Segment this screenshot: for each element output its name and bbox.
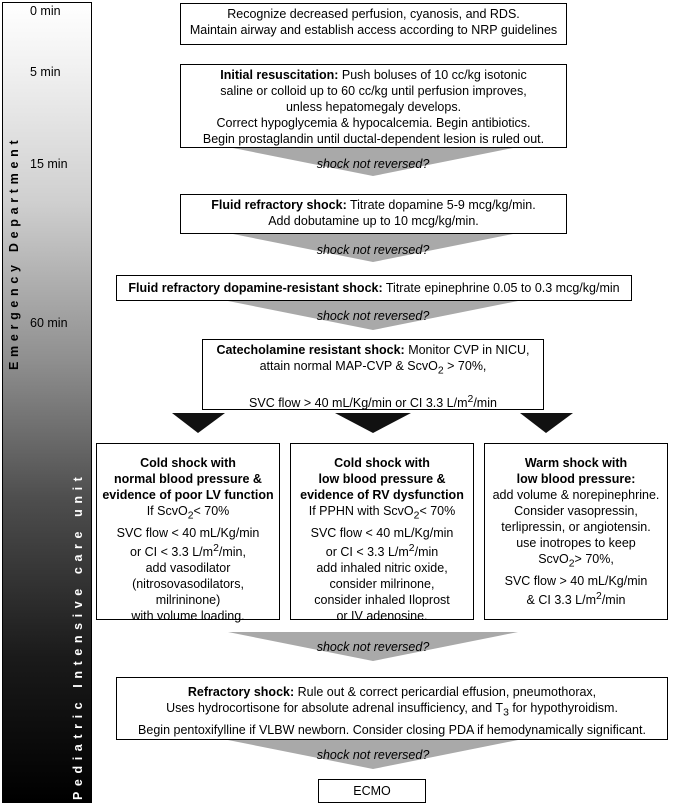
cold-lv-line-1-end: < 70%	[193, 504, 230, 518]
arrow-down	[335, 413, 411, 433]
time-0-min: 0 min	[30, 4, 61, 18]
warm-sub: 2	[568, 558, 575, 570]
cold-shock-rv-box: Cold shock with low blood pressure & evi…	[290, 443, 474, 623]
cate-line-3-end: /min	[473, 395, 497, 410]
timeline-sidebar	[2, 2, 92, 803]
initial-line-3: unless hepatomegaly develops.	[285, 100, 462, 114]
fluid-line-1: Titrate dopamine 5-9 mcg/kg/min.	[346, 198, 536, 212]
cold-rv-line-3: or CI < 3.3 L/m	[325, 544, 409, 559]
dopa-line-1: Titrate epinephrine 0.05 to 0.3 mcg/kg/m…	[382, 281, 620, 295]
warm-title-2: low blood pressure:	[516, 472, 636, 486]
recognize-line-2: Maintain airway and establish access acc…	[189, 23, 558, 37]
cold-rv-line-3-end: /min	[414, 544, 439, 559]
warm-line-7: & CI 3.3 L/m	[526, 592, 597, 607]
refractory-line-2-end: for hypothyroidism.	[508, 701, 618, 715]
cold-rv-title-2: low blood pressure &	[318, 472, 446, 486]
cate-line-2: attain normal MAP-CVP & ScvO	[259, 359, 438, 373]
arrow-down	[228, 301, 518, 330]
refractory-line-2: Uses hydrocortisone for absolute adrenal…	[166, 701, 504, 715]
cate-sup: 2	[467, 393, 474, 405]
refractory-shock-box: Refractory shock: Rule out & correct per…	[116, 677, 668, 740]
warm-sup: 2	[596, 590, 602, 602]
recognize-box: Recognize decreased perfusion, cyanosis,…	[180, 3, 567, 45]
recognize-line-1: Recognize decreased perfusion, cyanosis,…	[227, 7, 520, 21]
dopamine-resistant-box: Fluid refractory dopamine-resistant shoc…	[116, 275, 632, 301]
cold-rv-title-3: evidence of RV dysfunction	[300, 488, 464, 502]
cold-shock-lv-box: Cold shock with normal blood pressure & …	[96, 443, 280, 623]
initial-line-2: saline or colloid up to 60 cc/kg until p…	[220, 84, 527, 98]
cold-rv-line-1-end: < 70%	[419, 504, 456, 518]
arrow-down	[228, 740, 518, 769]
fluid-refractory-box: Fluid refractory shock: Titrate dopamine…	[180, 194, 567, 234]
cate-line-1: Monitor CVP in NICU,	[404, 343, 530, 357]
cold-lv-sub: 2	[187, 510, 194, 522]
warm-shock-box: Warm shock with low blood pressure: add …	[484, 443, 668, 620]
arrow-down	[228, 632, 518, 661]
fluid-title: Fluid refractory shock:	[211, 198, 347, 212]
warm-line-2: Consider vasopressin,	[514, 504, 638, 518]
question-label: shock not reversed?	[316, 748, 430, 762]
initial-resuscitation-box: Initial resuscitation: Push boluses of 1…	[180, 64, 567, 148]
dopa-title: Fluid refractory dopamine-resistant shoc…	[128, 281, 383, 295]
warm-line-1: add volume & norepinephrine.	[492, 488, 660, 502]
cold-rv-line-2: SVC flow < 40 mL/Kg/min	[310, 525, 454, 540]
cold-lv-line-7: with volume loading.	[131, 608, 245, 623]
cold-lv-line-4: add vasodilator	[145, 560, 231, 575]
time-60-min: 60 min	[30, 316, 68, 330]
cold-rv-sup: 2	[408, 542, 415, 554]
question-label: shock not reversed?	[316, 309, 430, 323]
fluid-line-2: Add dobutamine up to 10 mcg/kg/min.	[268, 214, 479, 228]
cold-lv-title-1: Cold shock with	[140, 456, 236, 470]
arrow-down	[228, 233, 518, 262]
cold-rv-title-1: Cold shock with	[334, 456, 430, 470]
cate-line-3: SVC flow > 40 mL/Kg/min or CI 3.3 L/m	[249, 395, 468, 410]
ecmo-box: ECMO	[318, 779, 426, 803]
cold-lv-line-3: or CI < 3.3 L/m	[130, 544, 214, 559]
cold-rv-line-6: consider inhaled Iloprost	[314, 592, 450, 607]
cold-lv-title-2: normal blood pressure &	[114, 472, 262, 486]
refractory-sub: 3	[503, 707, 509, 719]
initial-line-4: Correct hypoglycemia & hypocalcemia. Beg…	[216, 116, 531, 130]
cold-rv-line-5: consider milrinone,	[329, 576, 435, 591]
cate-line-2-end: > 70%,	[443, 359, 487, 373]
refractory-line-1: Rule out & correct pericardial effusion,…	[294, 685, 597, 699]
cate-sub: 2	[437, 365, 444, 377]
question-label: shock not reversed?	[316, 640, 430, 654]
refractory-title: Refractory shock:	[187, 685, 295, 699]
initial-line-5: Begin prostaglandin until ductal-depende…	[202, 132, 545, 146]
refractory-line-3: Begin pentoxifylline if VLBW newborn. Co…	[138, 722, 646, 737]
cold-lv-line-1: If ScvO	[146, 504, 188, 518]
cold-lv-line-6: milrininone)	[155, 592, 221, 607]
catecholamine-resistant-box: Catecholamine resistant shock: Monitor C…	[202, 339, 544, 410]
warm-title-1: Warm shock with	[524, 456, 628, 470]
cold-lv-line-5: (nitrosovasodilators,	[132, 576, 244, 591]
warm-line-3: terlipressin, or angiotensin.	[501, 520, 651, 534]
cold-rv-line-4: add inhaled nitric oxide,	[316, 560, 448, 575]
cold-lv-line-3-end: /min,	[218, 544, 246, 559]
initial-line-1: Push boluses of 10 cc/kg isotonic	[338, 68, 527, 82]
question-label: shock not reversed?	[316, 157, 430, 171]
arrow-down	[172, 413, 225, 433]
cold-rv-line-1: If PPHN with ScvO	[308, 504, 414, 518]
cold-lv-title-3: evidence of poor LV function	[102, 488, 274, 502]
warm-line-5: ScvO	[538, 552, 569, 566]
warm-line-4: use inotropes to keep	[516, 536, 636, 550]
cold-rv-sub: 2	[413, 510, 420, 522]
warm-line-7-end: /min	[601, 592, 626, 607]
time-15-min: 15 min	[30, 157, 68, 171]
question-label: shock not reversed?	[316, 243, 430, 257]
time-5-min: 5 min	[30, 65, 61, 79]
ecmo-label: ECMO	[353, 784, 391, 798]
warm-line-6: SVC flow > 40 mL/Kg/min	[504, 573, 648, 588]
cate-title: Catecholamine resistant shock:	[216, 343, 405, 357]
arrow-down	[520, 413, 573, 433]
cold-lv-line-2: SVC flow < 40 mL/Kg/min	[116, 525, 260, 540]
cold-rv-line-7: or IV adenosine.	[336, 608, 428, 623]
initial-title: Initial resuscitation:	[220, 68, 339, 82]
warm-line-5-end: > 70%,	[574, 552, 614, 566]
cold-lv-sup: 2	[213, 542, 219, 554]
arrow-down	[228, 147, 518, 176]
